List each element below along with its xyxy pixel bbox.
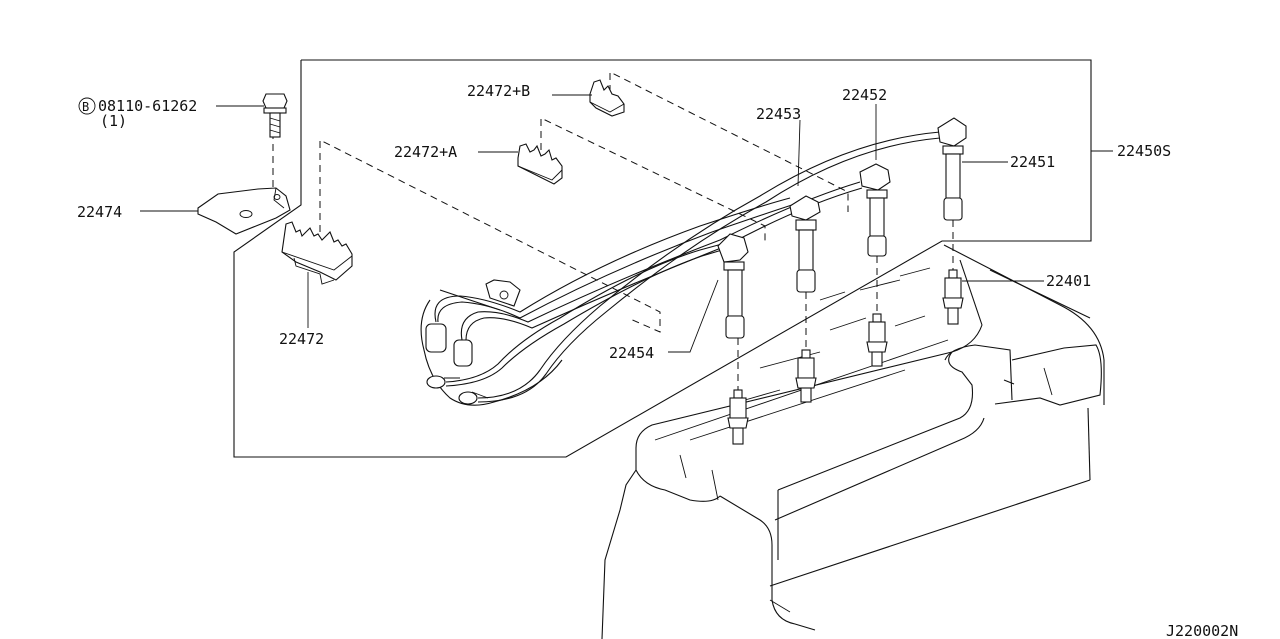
label-bolt: 08110-61262	[98, 97, 197, 115]
label-wire-2: 22452	[842, 86, 887, 104]
plug-boot-1	[937, 117, 967, 221]
label-spark-plug: 22401	[1046, 272, 1091, 290]
clamp-a-part	[517, 143, 563, 185]
label-bolt-qty: (1)	[100, 112, 127, 130]
label-wire-4: 22454	[609, 344, 654, 362]
spark-plugs	[727, 269, 964, 445]
bracket-part	[197, 187, 291, 235]
label-wire-set: 22450S	[1117, 142, 1171, 160]
installation-guide-lines	[272, 71, 954, 390]
label-wire-1: 22451	[1010, 153, 1055, 171]
label-clamp-b: 22472+B	[467, 82, 530, 100]
plug-boot-3	[789, 195, 821, 293]
clamp-b-part	[589, 79, 625, 117]
label-clamp: 22472	[279, 330, 324, 348]
ignition-wires	[434, 131, 941, 403]
bolt-part	[262, 93, 288, 138]
label-bracket: 22474	[77, 203, 122, 221]
plug-boot-4	[717, 233, 749, 339]
assembly-boundary	[233, 59, 1092, 458]
bolt-type-circle	[78, 97, 96, 115]
engine-head-outline	[601, 244, 1105, 639]
bolt-type-marker: B	[82, 100, 89, 114]
spark-plug-3	[795, 349, 817, 403]
clamp-part	[281, 221, 353, 285]
diagram-code: J220002N	[1166, 622, 1238, 639]
plug-boot-2	[859, 163, 891, 257]
leader-lines	[140, 94, 1113, 353]
label-clamp-a: 22472+A	[394, 143, 457, 161]
label-wire-3: 22453	[756, 105, 801, 123]
distributor-cap	[420, 279, 563, 406]
spark-plug-1	[942, 269, 964, 325]
spark-plug-4	[727, 389, 749, 445]
spark-plug-2	[866, 313, 888, 367]
